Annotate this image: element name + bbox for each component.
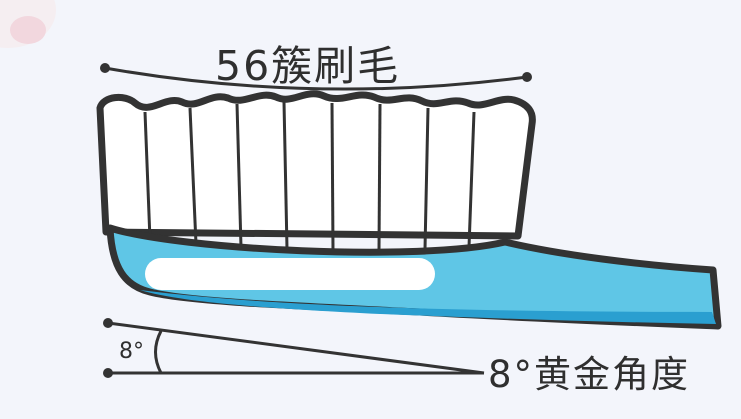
golden-angle-label: 8°黄金角度 <box>488 353 691 396</box>
tuft-count-label: 56簇刷毛 <box>215 42 401 90</box>
decorative-blob <box>0 0 56 48</box>
angle-small-label: 8° <box>119 339 144 364</box>
tuft-arc <box>100 63 532 91</box>
bristle-block <box>96 90 536 251</box>
brush-head <box>106 224 722 330</box>
angle-indicator <box>103 318 485 378</box>
